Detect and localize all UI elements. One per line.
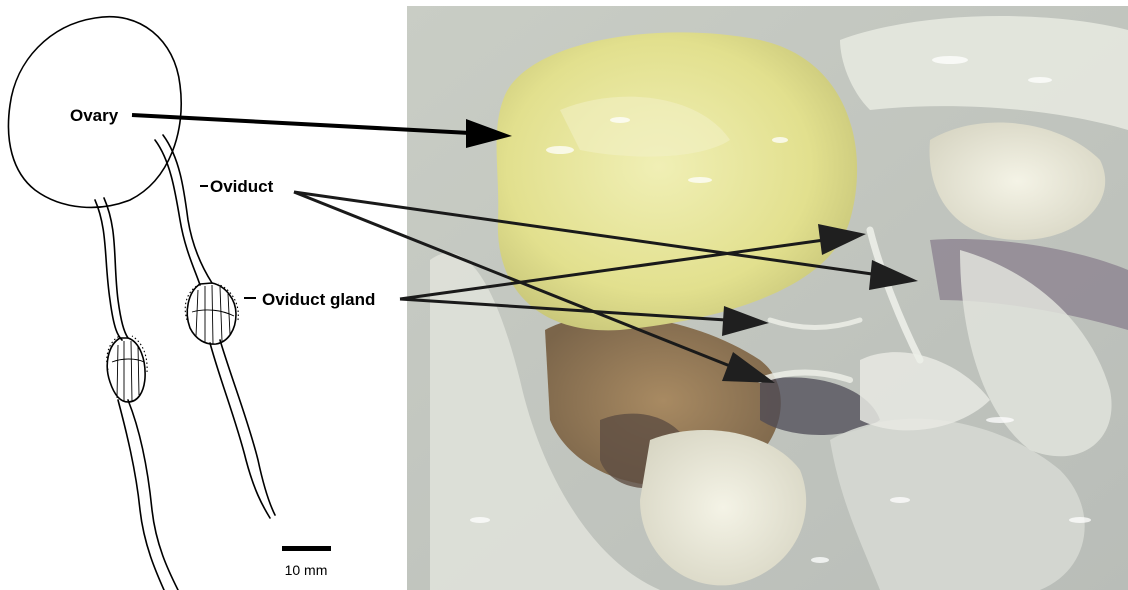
dissection-photo — [407, 6, 1128, 590]
oviduct-gland-label: Oviduct gland — [262, 290, 375, 309]
left-oviduct-gland — [107, 336, 147, 402]
ovary-label: Ovary — [70, 106, 119, 125]
scale-bar-label: 10 mm — [285, 562, 328, 578]
ovary-drawing — [8, 17, 275, 590]
scale-bar: 10 mm — [282, 546, 331, 578]
oviduct-label: Oviduct — [210, 177, 274, 196]
right-oviduct-gland — [185, 283, 238, 344]
